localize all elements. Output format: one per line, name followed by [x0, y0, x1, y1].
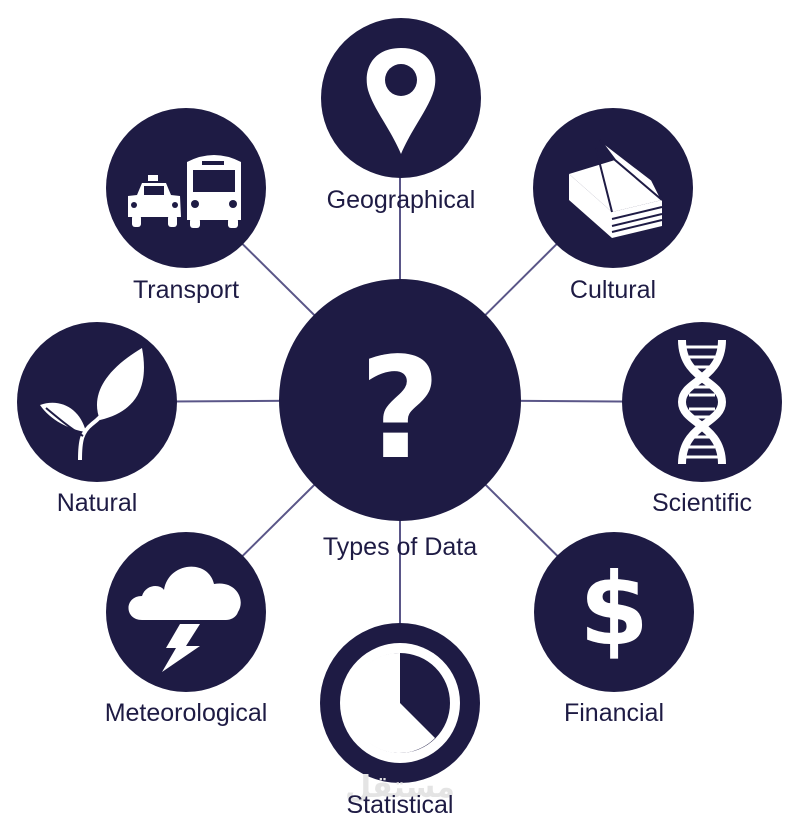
storm-cloud-icon — [128, 566, 241, 672]
label-transport: Transport — [133, 276, 239, 304]
dollar-icon: $ — [579, 551, 649, 668]
leaf-icon — [40, 348, 144, 461]
node-financial — [534, 532, 694, 692]
label-geographical: Geographical — [327, 186, 476, 214]
map-pin-hole — [385, 64, 417, 96]
dna-icon — [677, 339, 727, 465]
map-pin-icon — [366, 48, 436, 154]
label-scientific: Scientific — [652, 489, 752, 517]
center-label: Types of Data — [323, 533, 477, 561]
node-scientific — [622, 322, 782, 482]
node-transport — [106, 108, 266, 268]
node-natural — [17, 322, 177, 482]
question-mark-icon: ? — [359, 328, 440, 491]
pie-chart-icon — [340, 643, 460, 763]
label-statistical: Statistical — [347, 791, 454, 819]
label-financial: Financial — [564, 699, 664, 727]
label-cultural: Cultural — [570, 276, 656, 304]
label-natural: Natural — [57, 489, 138, 517]
center-node — [279, 279, 521, 521]
watermark: مستقل — [345, 770, 455, 805]
label-meteorological: Meteorological — [105, 699, 268, 727]
car-bus-icon — [128, 155, 241, 228]
book-icon — [569, 139, 663, 238]
